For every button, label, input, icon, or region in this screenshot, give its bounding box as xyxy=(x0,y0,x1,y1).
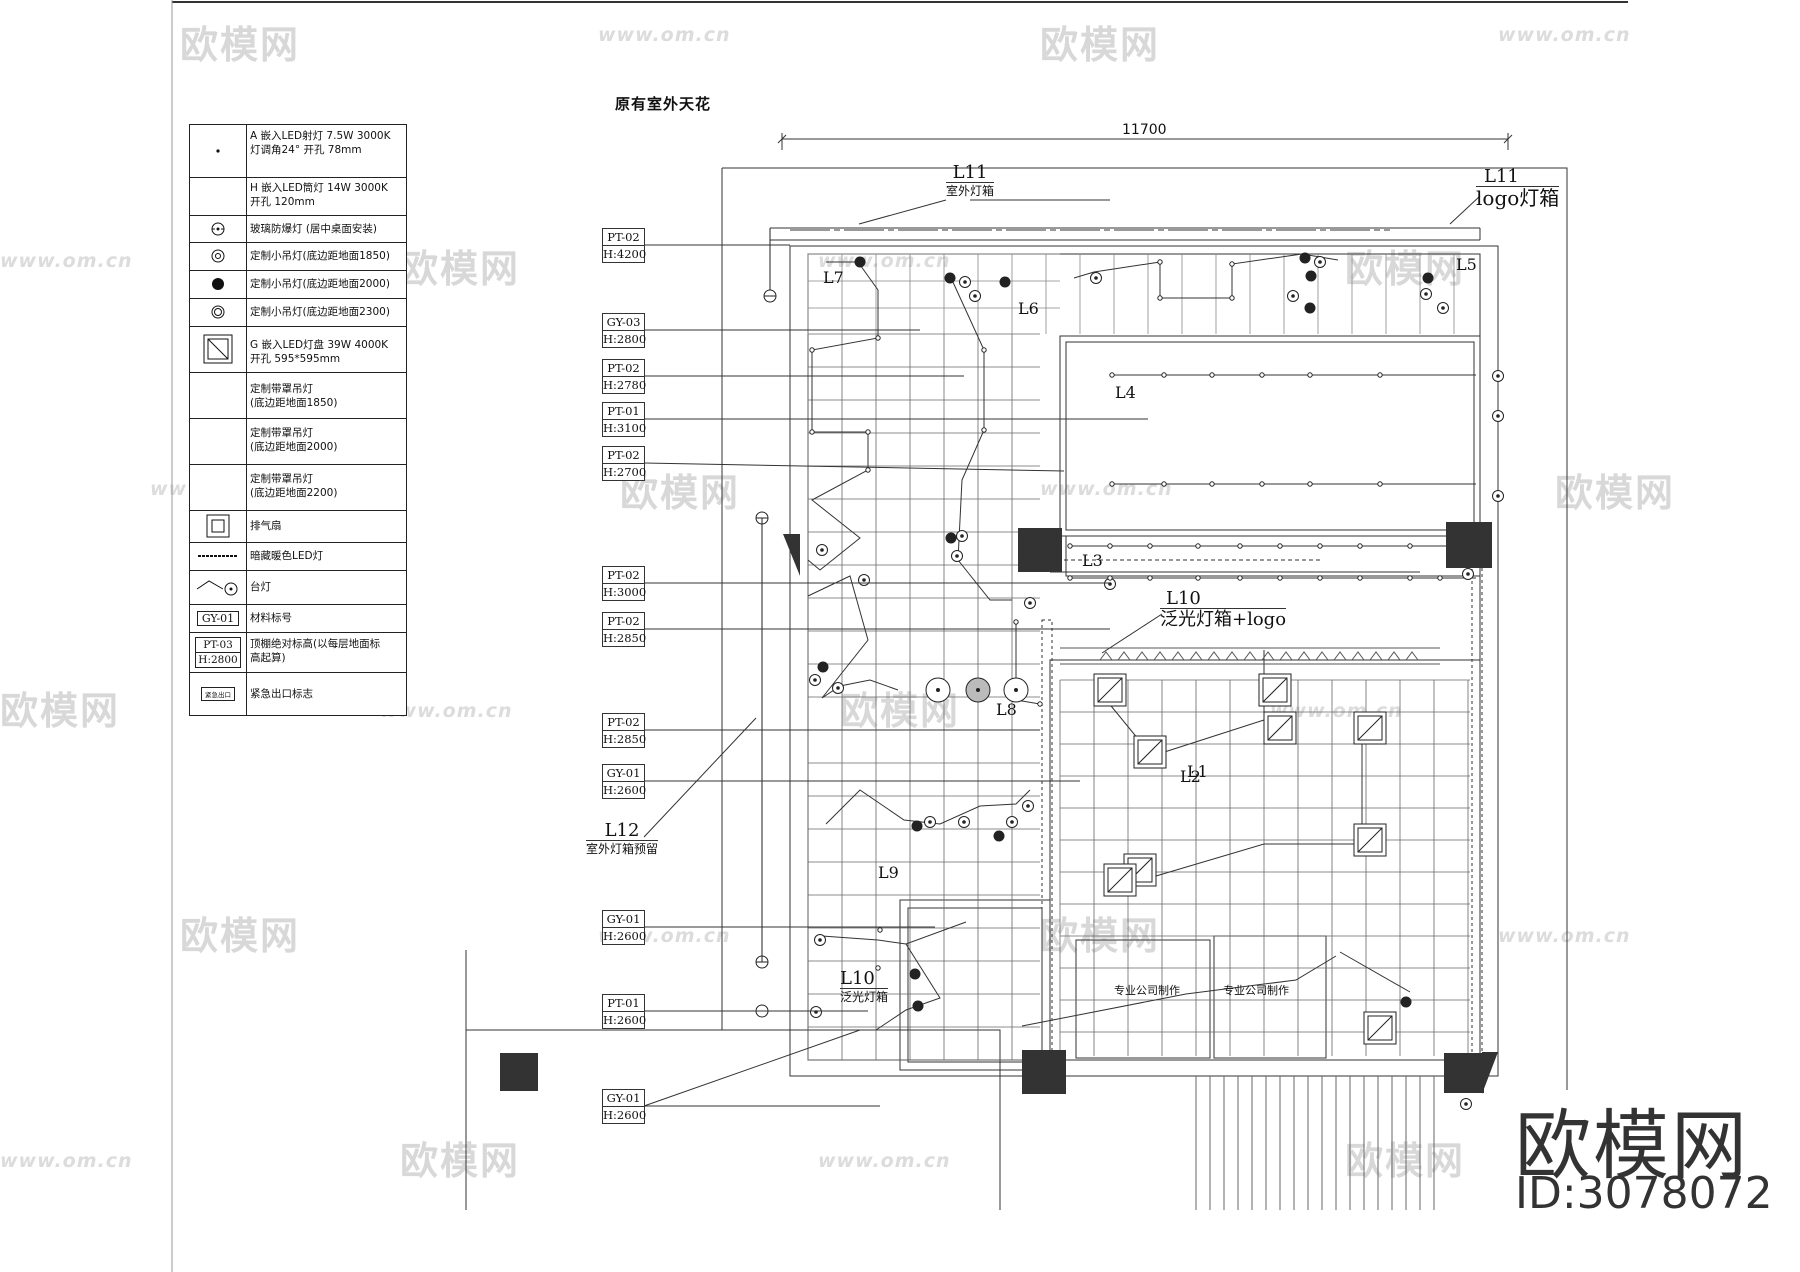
tag-height: H:2800 xyxy=(198,653,238,666)
brand-id: ID:3078072 xyxy=(1515,1168,1773,1219)
watermark-logo: 欧模网 xyxy=(0,689,121,733)
dashed-line-icon xyxy=(190,542,247,570)
note-professional: 专业公司制作 xyxy=(1114,984,1180,997)
legend-row: 定制带罩吊灯 (底边距地面2000) xyxy=(190,418,406,465)
explosion-proof-lamp-icon xyxy=(190,215,247,242)
watermark-logo: 欧模网 xyxy=(400,247,521,291)
legend-row: 紧急出口 紧急出口标志 xyxy=(190,672,406,715)
legend-text: 紧急出口标志 xyxy=(250,687,313,700)
legend-text: 台灯 xyxy=(250,581,271,593)
l10-bottom-callout: L10 泛光灯箱 xyxy=(840,968,889,1004)
legend-text: 定制带罩吊灯 (底边距地面2000) xyxy=(250,427,338,453)
circuit-label-l7: L7 xyxy=(823,268,844,287)
exhaust-fan-icon xyxy=(190,510,247,542)
circuit-label-l8: L8 xyxy=(996,700,1017,719)
watermark-logo: 欧模网 xyxy=(180,914,301,958)
l12-callout: L12 室外灯箱预留 xyxy=(586,820,659,856)
watermark-logo: 欧模网 xyxy=(400,1139,521,1183)
material-tag: GY-01 xyxy=(196,610,240,626)
watermark-logo: 欧模网 xyxy=(1555,471,1676,515)
circuit-label-l3: L3 xyxy=(1082,551,1103,570)
legend-text: 定制带罩吊灯 (底边距地面1850) xyxy=(250,383,338,409)
legend-row: 定制带罩吊灯 (底边距地面1850) xyxy=(190,372,406,419)
tag-code: PT-03 xyxy=(196,638,240,653)
watermark-logo: 欧模网 xyxy=(180,23,301,67)
watermark-url: www.om.cn xyxy=(818,1150,951,1172)
note-professional: 专业公司制作 xyxy=(1223,984,1289,997)
legend-text: A 嵌入LED射灯 7.5W 3000K 灯调角24° 开孔 78mm xyxy=(250,130,391,156)
watermark-url: www.om.cn xyxy=(818,250,951,272)
drawing-title: 原有室外天花 xyxy=(615,95,712,113)
legend-row: 定制小吊灯(底边距地面2300) xyxy=(190,298,406,327)
circuit-label-l2: L2 xyxy=(1180,767,1201,786)
legend-row: 排气扇 xyxy=(190,510,406,543)
watermark-logo: 欧模网 xyxy=(1345,1139,1466,1183)
led-panel-icon xyxy=(190,326,247,372)
circuit-label-l1: L1 xyxy=(1187,762,1208,781)
legend-text: 定制小吊灯(底边距地面2000) xyxy=(250,278,390,290)
legend-row: G 嵌入LED灯盘 39W 4000K 开孔 595*595mm xyxy=(190,326,406,373)
legend-row: 玻璃防爆灯 (居中桌面安装) xyxy=(190,215,406,243)
circuit-label-l4: L4 xyxy=(1115,383,1136,402)
legend-text: 玻璃防爆灯 (居中桌面安装) xyxy=(250,222,378,235)
watermark-url: www.om.cn xyxy=(380,700,513,722)
circuit-label-l5: L5 xyxy=(1456,255,1477,274)
legend-text: 排气扇 xyxy=(250,520,282,532)
double-ring-icon xyxy=(190,298,247,326)
legend-text: 定制小吊灯(底边距地面1850) xyxy=(250,250,390,262)
table-lamp-icon xyxy=(190,570,247,604)
legend-row: PT-03 H:2800 顶棚绝对标高(以每层地面标 高起算) xyxy=(190,632,406,673)
symbol-legend: A 嵌入LED射灯 7.5W 3000K 灯调角24° 开孔 78mm H 嵌入… xyxy=(189,124,407,716)
legend-row: 暗藏暖色LED灯 xyxy=(190,542,406,571)
watermark-url: www.om.cn xyxy=(598,24,731,46)
legend-text: H 嵌入LED筒灯 14W 3000K 开孔 120mm xyxy=(250,182,388,208)
watermark-url: www.om.cn xyxy=(1498,925,1631,947)
legend-row: 定制小吊灯(底边距地面1850) xyxy=(190,242,406,271)
legend-text: G 嵌入LED灯盘 39W 4000K 开孔 595*595mm xyxy=(250,339,389,365)
watermark-url: www.om.cn xyxy=(0,250,133,272)
watermark-url: www.om.cn xyxy=(1498,24,1631,46)
legend-text: 顶棚绝对标高(以每层地面标 高起算) xyxy=(250,638,381,664)
legend-row: 定制带罩吊灯 (底边距地面2200) xyxy=(190,464,406,511)
legend-text: 材料标号 xyxy=(250,612,292,624)
legend-text: 暗藏暖色LED灯 xyxy=(250,550,324,562)
exit-sign-icon: 紧急出口 xyxy=(190,672,247,715)
legend-text: 定制带罩吊灯 (底边距地面2200) xyxy=(250,473,338,499)
legend-row: 定制小吊灯(底边距地面2000) xyxy=(190,270,406,299)
ring-icon xyxy=(190,242,247,270)
exit-sign-label: 紧急出口 xyxy=(201,686,235,701)
watermark-logo: 欧模网 xyxy=(1040,23,1161,67)
brand-logo: 欧模网 xyxy=(1515,1101,1749,1190)
l11-left-callout: L11 室外灯箱 xyxy=(946,162,995,198)
overall-dimension: 11700 xyxy=(1122,122,1167,138)
legend-row: A 嵌入LED射灯 7.5W 3000K 灯调角24° 开孔 78mm xyxy=(190,125,406,178)
legend-row: 台灯 xyxy=(190,570,406,605)
legend-text: 定制小吊灯(底边距地面2300) xyxy=(250,306,390,318)
watermark-url: www.om.cn xyxy=(0,1150,133,1172)
filled-circle-icon xyxy=(190,270,247,298)
circuit-label-l6: L6 xyxy=(1018,299,1039,318)
material-tag-icon: GY-01 xyxy=(190,604,247,632)
legend-row: GY-01 材料标号 xyxy=(190,604,406,633)
l10-top-callout: L10 泛光灯箱+logo xyxy=(1160,588,1287,630)
circuit-label-l9: L9 xyxy=(878,863,899,882)
legend-row: H 嵌入LED筒灯 14W 3000K 开孔 120mm xyxy=(190,177,406,216)
height-tag-icon: PT-03 H:2800 xyxy=(190,632,247,672)
l11-right-callout: L11 logo灯箱 xyxy=(1476,166,1560,210)
dot-icon xyxy=(190,125,247,177)
